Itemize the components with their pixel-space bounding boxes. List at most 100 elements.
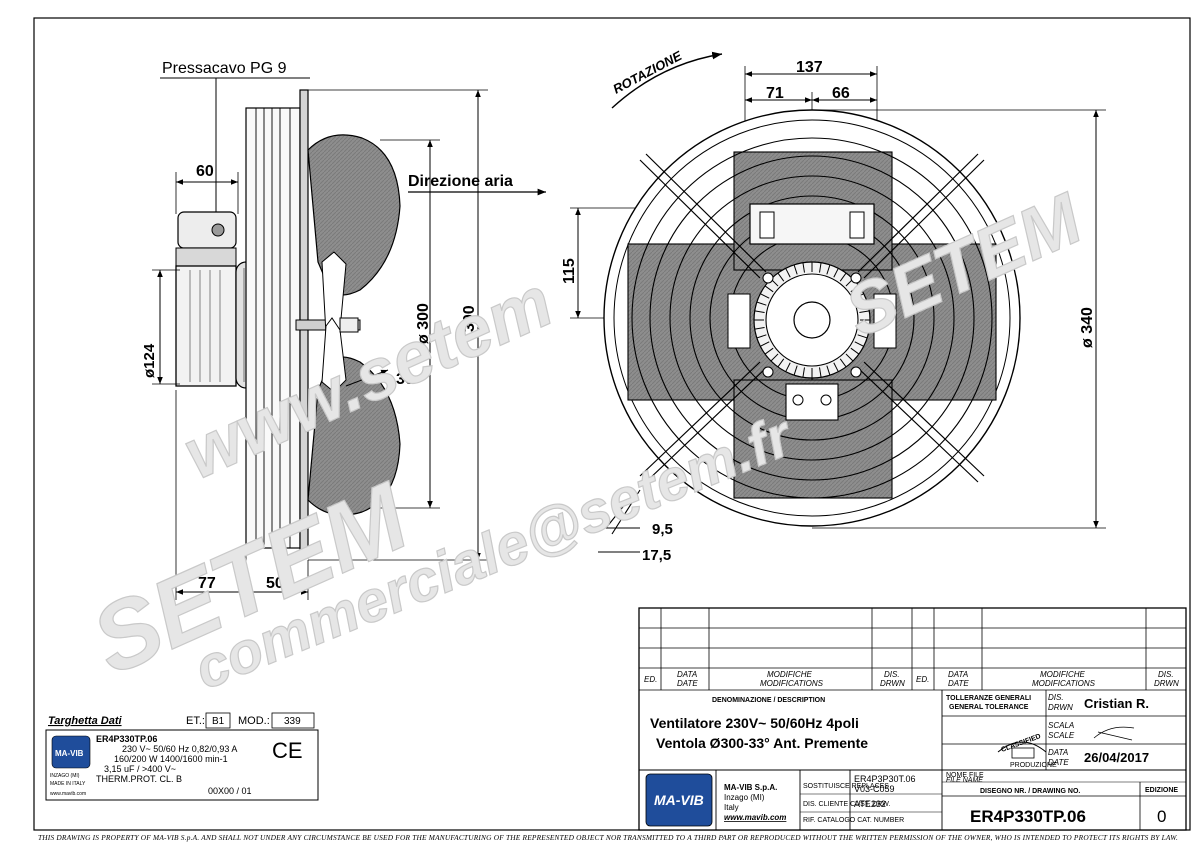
dim-71: 71	[766, 85, 784, 102]
dim-115: 115	[561, 258, 578, 284]
cable-gland-label: Pressacavo PG 9	[162, 60, 287, 77]
motor-fin	[859, 327, 870, 330]
rev-dis-2: DIS.	[1158, 670, 1174, 679]
nameplate-line1: 230 V~ 50/60 Hz 0,82/0,93 A	[122, 744, 237, 754]
motor-fin	[754, 310, 765, 313]
nameplate-ce-mark: CE	[272, 738, 303, 763]
date-label: DATE	[1048, 758, 1069, 767]
motor-fin	[756, 334, 767, 339]
motor-fin	[857, 334, 868, 339]
motor-fin	[845, 353, 854, 362]
dim-340: ø 340	[1079, 307, 1096, 348]
nameplate-logo-icon	[51, 735, 91, 769]
motor-fin	[819, 367, 822, 378]
rev-modifications-2: MODIFICATIONS	[1032, 679, 1096, 688]
motor-fin	[760, 293, 770, 299]
rev-drwn-1: DRWN	[880, 679, 905, 688]
motor-fin	[756, 301, 767, 306]
dim-124: ø124	[141, 343, 158, 378]
dim-50: 50	[266, 575, 284, 592]
dim-137: 137	[796, 59, 823, 76]
rev-data-1: DATA	[677, 670, 697, 679]
motor-fin	[826, 264, 831, 275]
side-view: Pressacavo PG 9 60 ø124	[141, 60, 546, 600]
edition-value: 0	[1157, 807, 1166, 826]
catalog-label: RIF. CATALOGO CAT. NUMBER	[803, 817, 904, 824]
nameplate-code: 00X00 / 01	[208, 786, 252, 796]
rev-date-2: DATE	[948, 679, 969, 688]
scale-label: SCALE	[1048, 731, 1075, 740]
front-view: ROTAZIONE 137 71 66 115	[561, 48, 1106, 564]
rev-modifications-1: MODIFICATIONS	[760, 679, 824, 688]
motor-fin	[850, 347, 860, 355]
motor-fin	[802, 367, 805, 378]
produzione-label: PRODUZIONE	[1010, 762, 1057, 769]
dim-9-5: 9,5	[652, 521, 673, 538]
client-label: DIS. CLIENTE CUST. DRW.	[803, 801, 890, 808]
nameplate-title: Targhetta Dati	[48, 715, 122, 727]
nameplate-origin1: INZAGO (MI)	[50, 773, 80, 779]
motor-fin	[833, 268, 839, 278]
description-line1: Ventilatore 230V~ 50/60Hz 4poli	[650, 715, 859, 731]
nameplate-logo: MA-VIB	[55, 749, 84, 758]
motor-fin	[793, 264, 798, 275]
rotation-label: ROTAZIONE	[610, 48, 684, 97]
nameplate-line4: THERM.PROT. CL. B	[96, 774, 182, 784]
air-direction-label: Direzione aria	[408, 173, 513, 190]
rev-date-1: DATE	[677, 679, 698, 688]
motor-fin	[785, 268, 791, 278]
designer-name: Cristian R.	[1084, 696, 1149, 711]
mod-value: 339	[284, 716, 301, 727]
drawing-border	[33, 17, 1191, 831]
nameplate-model: ER4P330TP.06	[96, 734, 157, 744]
mod-label: MOD.:	[238, 715, 270, 727]
nameplate-origin2: MADE IN ITALY	[50, 781, 86, 787]
motor-fin	[764, 347, 774, 355]
rev-data-2: DATA	[948, 670, 968, 679]
rev-dis-1: DIS.	[884, 670, 900, 679]
tolerance-label-2: GENERAL TOLERANCE	[949, 704, 1029, 711]
motor-fin	[839, 272, 847, 282]
nameplate-line2: 160/200 W 1400/1600 min-1	[114, 754, 228, 764]
dim-60: 60	[196, 163, 214, 180]
drawing-no-label: DISEGNO NR. / DRAWING NO.	[980, 788, 1080, 795]
replaces-label: SOSTITUISCE REPLACES	[803, 783, 889, 790]
scale-signature-icon	[1093, 726, 1135, 741]
edition-label: EDIZIONE	[1145, 787, 1178, 794]
tolerance-label-1: TOLLERANZE GENERALI	[946, 695, 1031, 702]
motor-fin	[754, 327, 765, 330]
motor-fin	[764, 285, 774, 293]
motor-fin	[857, 301, 868, 306]
company-city: Inzago (MI)	[724, 793, 765, 802]
nameplate: Targhetta Dati ET.: B1 MOD.: 339 MA-VIB …	[45, 712, 319, 801]
replaces-value2: V03-C059	[854, 784, 895, 794]
dim-30: 30	[396, 371, 414, 388]
company-name: MA-VIB S.p.A.	[724, 783, 777, 792]
rev-mod-2: MODIFICHE	[1040, 670, 1086, 679]
company-country: Italy	[724, 803, 739, 812]
company-logo-icon	[645, 773, 713, 827]
footer-disclaimer: THIS DRAWING IS PROPERTY OF MA-VIB S.p.A…	[38, 834, 1178, 842]
drwn-label: DRWN	[1048, 703, 1073, 712]
motor-fin	[854, 293, 864, 299]
dim-390: 390	[461, 305, 478, 332]
motor-fin	[839, 358, 847, 368]
nameplate-web: www.mavib.com	[50, 791, 86, 797]
motor-fin	[859, 310, 870, 313]
motor-fin	[850, 285, 860, 293]
rev-ed-2: ED.	[916, 675, 929, 684]
description-line2: Ventola Ø300-33° Ant. Premente	[656, 735, 868, 751]
replaces-value1: ER4P3P30T.06	[854, 774, 916, 784]
rev-drwn-2: DRWN	[1154, 679, 1179, 688]
dis-label: DIS.	[1048, 693, 1064, 702]
motor-fin	[777, 358, 785, 368]
et-value: B1	[212, 716, 225, 727]
motor-fin	[826, 365, 831, 376]
company-logo: MA-VIB	[654, 792, 704, 808]
title-block: ED. DATA DATE MODIFICHE MODIFICATIONS DI…	[638, 607, 1187, 831]
motor-fin	[785, 362, 791, 372]
file-label-1: NOME FILE	[946, 772, 984, 779]
et-label: ET.:	[186, 715, 205, 727]
motor-fin	[802, 262, 805, 273]
